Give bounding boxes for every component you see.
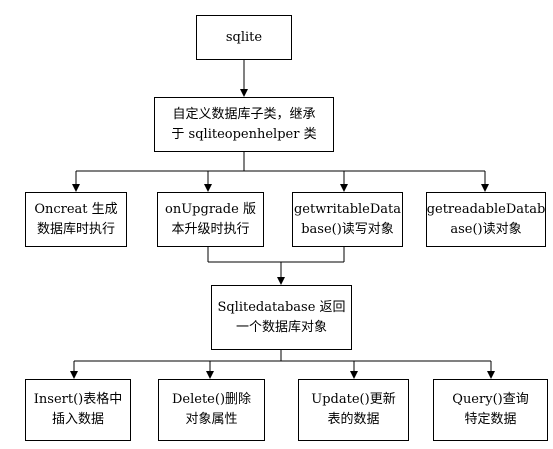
node-insert-label: Insert()表格中 插入数据 <box>33 392 123 427</box>
node-update-label: Update()更新 表的数据 <box>311 392 396 427</box>
node-custom-subclass-label: 自定义数据库子类，继承 于 sqliteopenhelper 类 <box>171 106 317 142</box>
node-sqlite-label: sqlite <box>225 29 263 45</box>
node-onupgrade-label: onUpgrade 版 本升级时执行 <box>165 201 256 237</box>
node-query: Query()查询 特定数据 <box>433 379 548 441</box>
node-getwritabledatabase: getwritableData base()读写对象 <box>292 192 403 247</box>
node-sqlitedatabase: Sqlitedatabase 返回 一个数据库对象 <box>211 285 352 350</box>
node-update: Update()更新 表的数据 <box>298 379 409 441</box>
node-getreadabledatabase-label: getreadableDatab ase()读对象 <box>426 201 546 237</box>
node-delete-label: Delete()删除 对象属性 <box>171 392 252 427</box>
node-oncreate: Oncreat 生成 数据库时执行 <box>25 192 127 247</box>
node-delete: Delete()删除 对象属性 <box>158 379 265 441</box>
node-sqlitedatabase-label: Sqlitedatabase 返回 一个数据库对象 <box>217 299 346 335</box>
node-getreadabledatabase: getreadableDatab ase()读对象 <box>426 192 546 247</box>
node-oncreate-label: Oncreat 生成 数据库时执行 <box>34 201 118 237</box>
node-query-label: Query()查询 特定数据 <box>452 392 529 427</box>
node-getwritabledatabase-label: getwritableData base()读写对象 <box>293 201 402 237</box>
node-insert: Insert()表格中 插入数据 <box>25 379 131 441</box>
node-sqlite: sqlite <box>196 15 292 60</box>
node-onupgrade: onUpgrade 版 本升级时执行 <box>157 192 264 247</box>
node-custom-subclass: 自定义数据库子类，继承 于 sqliteopenhelper 类 <box>154 97 334 152</box>
